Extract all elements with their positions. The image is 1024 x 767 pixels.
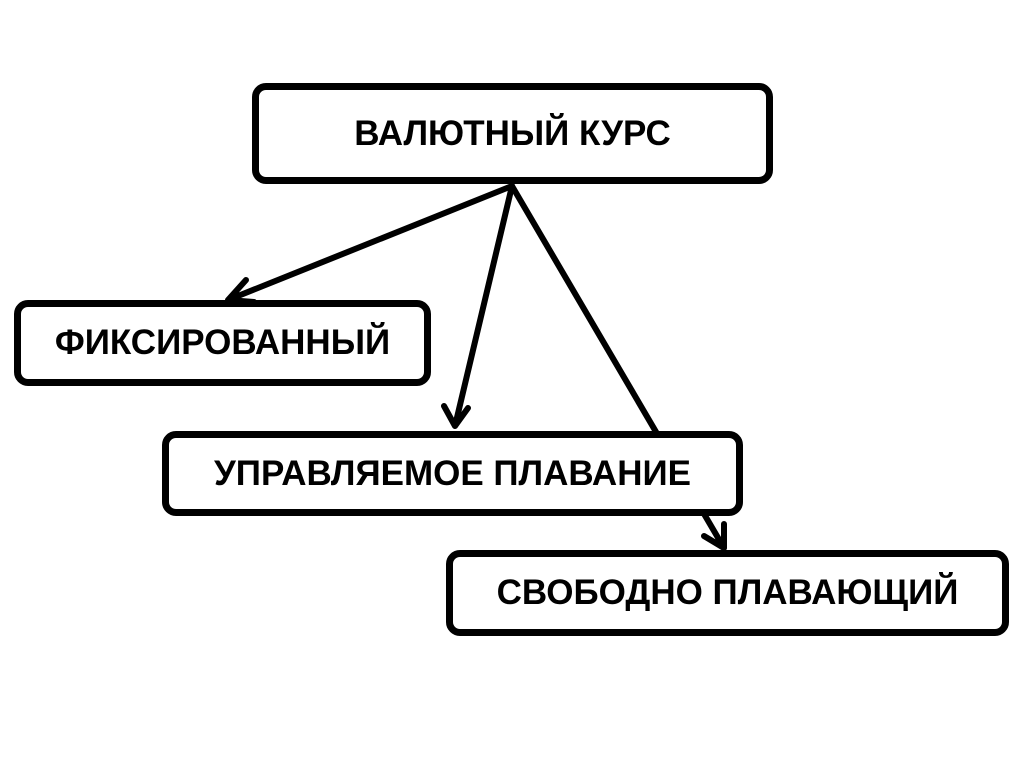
node-fixed: ФИКСИРОВАННЫЙ [14,300,431,386]
node-root: ВАЛЮТНЫЙ КУРС [252,83,773,184]
node-label: СВОБОДНО ПЛАВАЮЩИЙ [496,573,959,612]
node-label: ФИКСИРОВАННЫЙ [54,323,391,362]
node-label: УПРАВЛЯЕМОЕ ПЛАВАНИЕ [214,453,691,493]
node-free: СВОБОДНО ПЛАВАЮЩИЙ [446,550,1009,636]
node-managed: УПРАВЛЯЕМОЕ ПЛАВАНИЕ [162,431,743,516]
node-label: ВАЛЮТНЫЙ КУРС [354,113,671,153]
arrow-root-to-fixed [225,183,515,305]
arrow-root-to-managed [441,183,515,429]
